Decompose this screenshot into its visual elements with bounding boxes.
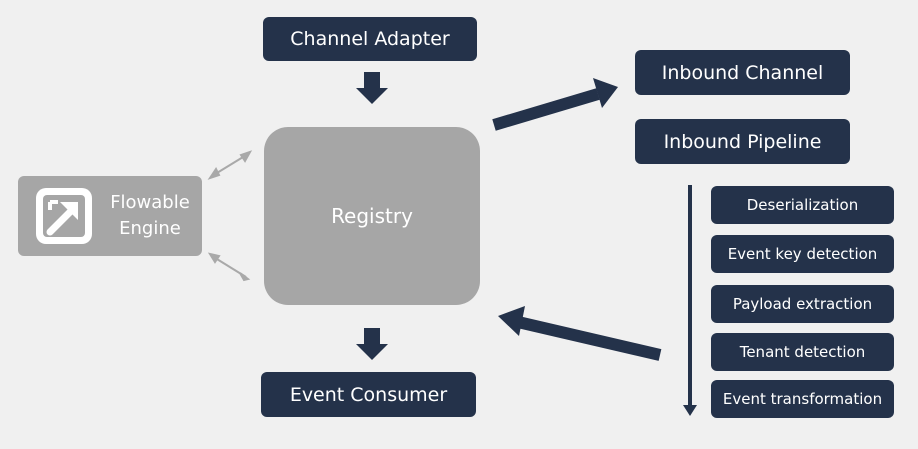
pipeline-step-event-transformation: Event transformation <box>711 380 894 418</box>
pipeline-step-tenant-detection: Tenant detection <box>711 333 894 371</box>
arrow-registry-to-inbound-channel <box>492 78 618 131</box>
inbound-pipeline-box: Inbound Pipeline <box>635 119 850 164</box>
pipeline-step-deserialization: Deserialization <box>711 186 894 224</box>
flowable-engine-box: Flowable Engine <box>18 176 202 256</box>
arrow-down-registry-to-consumer <box>356 328 388 360</box>
arrow-down-adapter-to-registry <box>356 72 388 104</box>
flowable-logo-icon <box>36 188 92 244</box>
event-consumer-box: Event Consumer <box>261 372 476 417</box>
flowable-engine-label: Flowable Engine <box>102 190 198 242</box>
channel-adapter-box: Channel Adapter <box>263 17 477 61</box>
flowable-engine-line1: Flowable <box>110 192 190 213</box>
arrow-pipeline-flow <box>683 185 697 416</box>
registry-box: Registry <box>264 127 480 305</box>
inbound-channel-box: Inbound Channel <box>635 50 850 95</box>
pipeline-step-payload-extraction: Payload extraction <box>711 285 894 323</box>
double-arrow-upper <box>207 150 253 180</box>
double-arrow-lower <box>207 252 251 282</box>
registry-label: Registry <box>331 204 413 228</box>
arrow-pipeline-to-registry <box>498 306 662 361</box>
pipeline-step-event-key-detection: Event key detection <box>711 235 894 273</box>
flowable-engine-line2: Engine <box>119 218 181 239</box>
